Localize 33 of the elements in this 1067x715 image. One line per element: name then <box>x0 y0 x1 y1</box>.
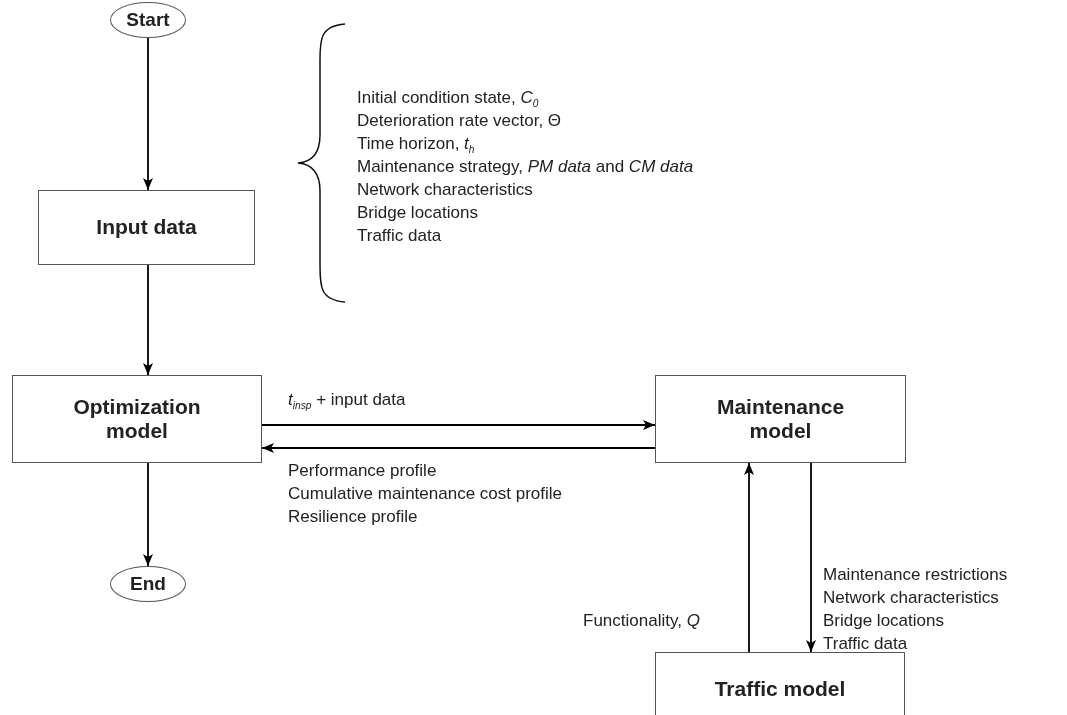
output-item: Traffic data <box>823 633 908 655</box>
input-item: Time horizon, t$_{h}$ <box>357 133 475 158</box>
edge-label: t$_{insp}$ + input data <box>288 389 406 414</box>
input-item: Bridge locations <box>357 202 478 224</box>
output-item: Cumulative maintenance cost profile <box>288 483 563 505</box>
node-text: Input data <box>95 215 198 240</box>
output-item: Performance profile <box>288 460 437 482</box>
process-box <box>655 375 906 463</box>
arrow <box>143 462 153 567</box>
node-text: End <box>129 573 167 595</box>
node-text: Maintenance model <box>715 394 846 444</box>
node-text: Optimization model <box>72 394 202 444</box>
arrow <box>143 37 153 191</box>
output-item: Bridge locations <box>823 610 944 632</box>
process-box <box>12 375 262 463</box>
output-item: Maintenance restrictions <box>823 564 1008 586</box>
input-item: Maintenance strategy, PM data and CM data <box>357 156 694 178</box>
arrow <box>261 443 656 453</box>
arrow <box>744 462 754 653</box>
output-item: Resilience profile <box>288 506 418 528</box>
arrow <box>261 420 656 430</box>
process-box <box>38 190 255 265</box>
node-text: Start <box>125 9 171 31</box>
edge-label: Functionality, Q <box>583 610 700 632</box>
output-item: Network characteristics <box>823 587 999 609</box>
process-box <box>655 652 905 715</box>
node-text: Traffic model <box>713 677 847 702</box>
arrow <box>806 462 816 653</box>
input-item: Traffic data <box>357 225 442 247</box>
input-item: Initial condition state, C$_{0}$ <box>357 87 539 112</box>
input-item: Deterioration rate vector, Θ <box>357 110 562 132</box>
input-item: Network characteristics <box>357 179 533 201</box>
arrow <box>143 264 153 376</box>
